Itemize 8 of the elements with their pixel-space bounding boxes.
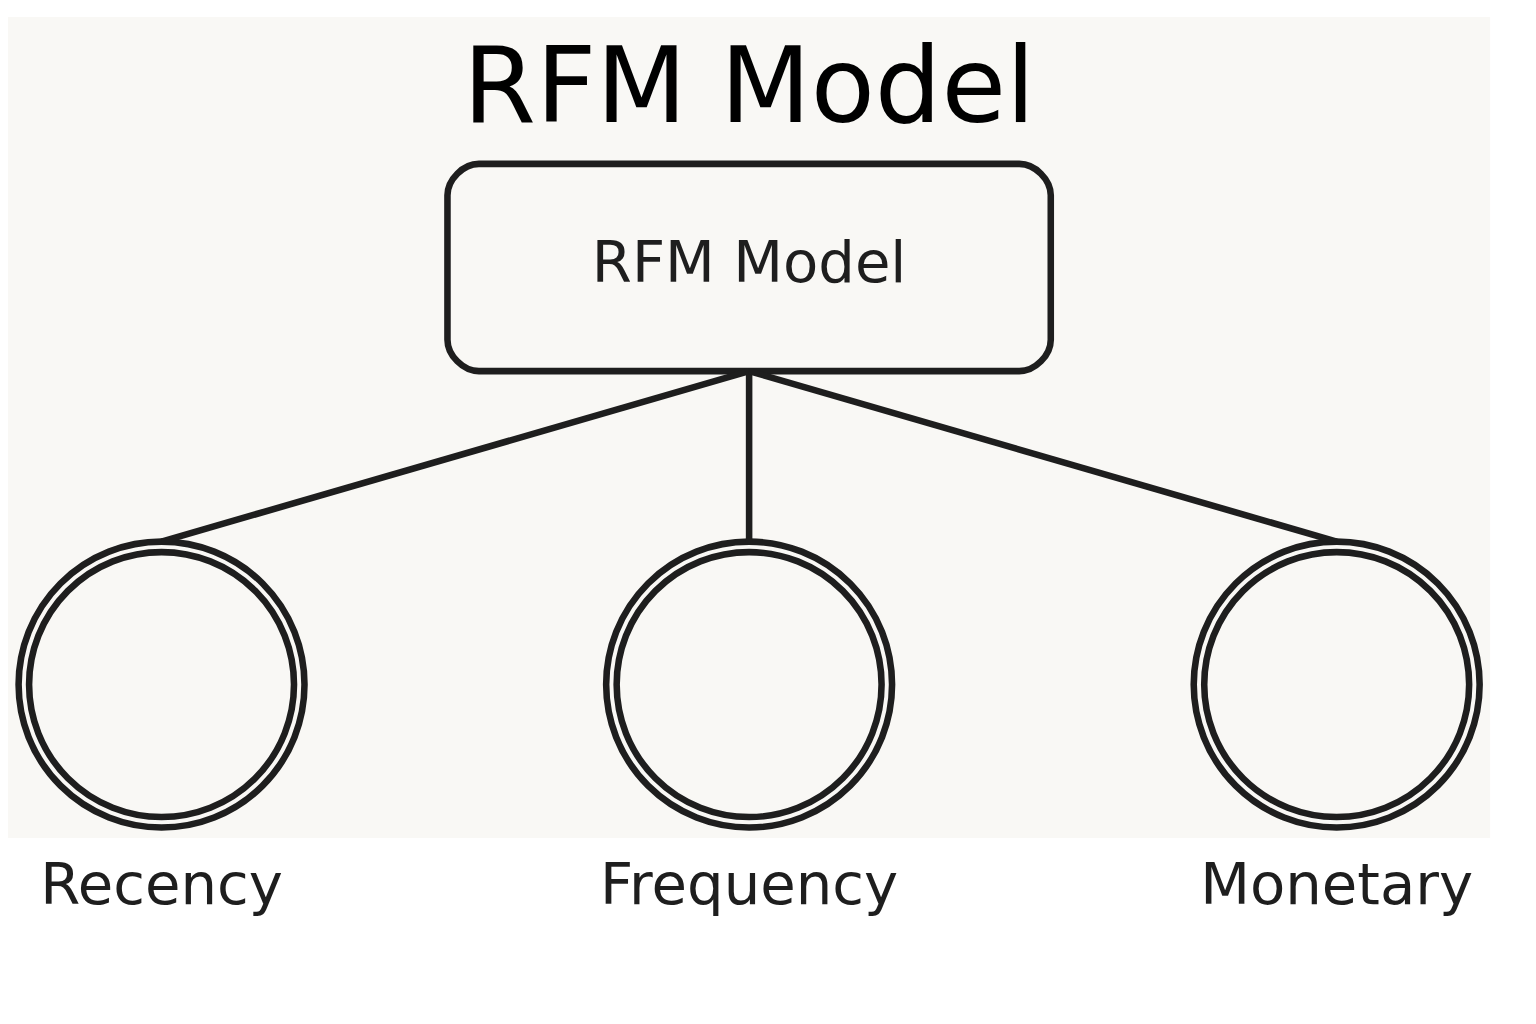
diagram-title: RFM Model [463,24,1036,147]
node-circle [1190,537,1483,831]
node-label: Recency [40,849,283,918]
node-label: Frequency [600,849,899,918]
node-box: RFM Model [444,160,1055,374]
node-circle [602,537,896,831]
node-label: Monetary [1200,849,1474,918]
node-circle [15,537,308,831]
